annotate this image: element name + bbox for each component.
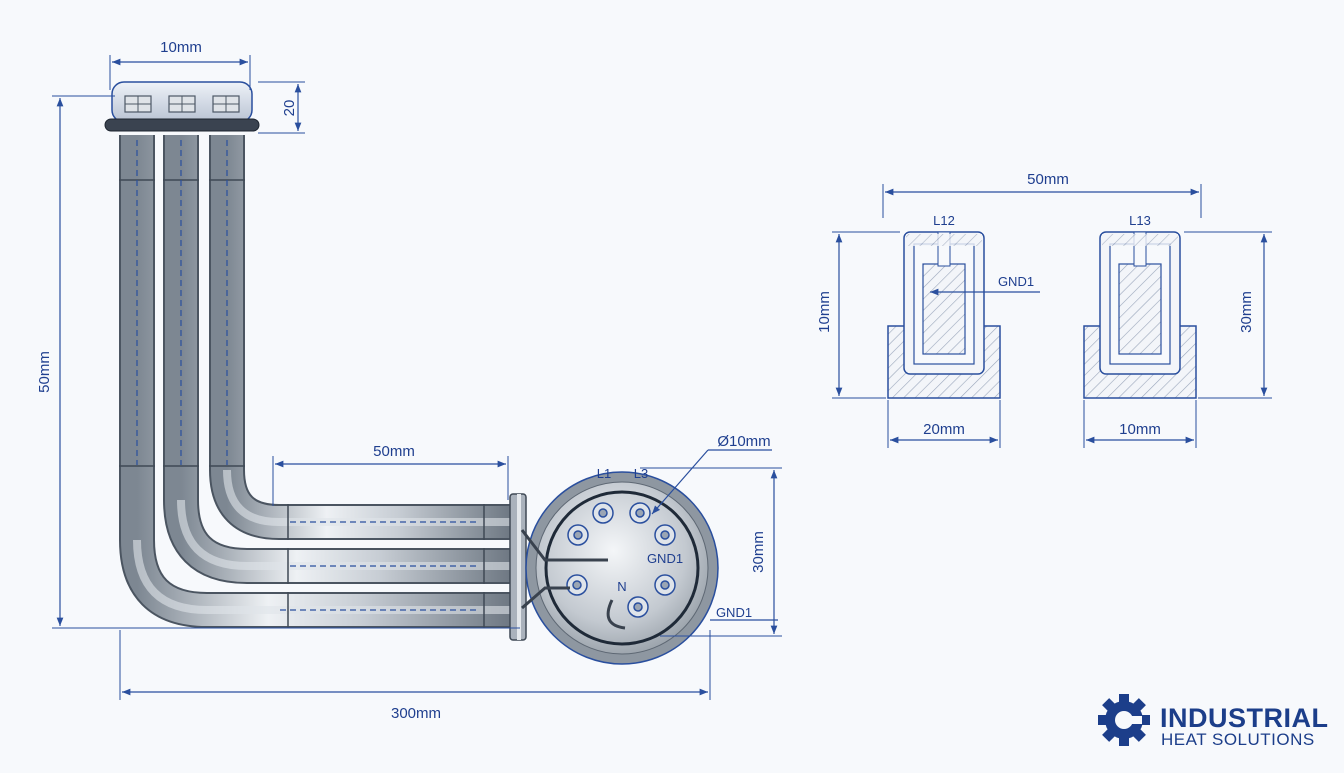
section-right-width-label: 10mm — [1119, 421, 1161, 438]
dimension-horizontal-run: 50mm — [272, 443, 509, 506]
section-left-width-label: 20mm — [923, 421, 965, 438]
terminal-label-gnd1-outer: GND1 — [716, 605, 752, 620]
cap-nut-2 — [168, 95, 196, 113]
terminal-label-gnd1-inner: GND1 — [647, 551, 683, 566]
tube-middle — [163, 135, 512, 584]
dimension-section-left-height: 10mm — [816, 231, 900, 399]
heater-element — [104, 81, 719, 665]
section-left-height-label: 10mm — [816, 291, 833, 333]
cap-height-label: 20 — [281, 100, 298, 117]
terminal-label-l3: L3 — [634, 466, 648, 481]
dimension-section-right-height: 30mm — [1184, 231, 1272, 399]
company-logo: INDUSTRIAL HEAT SOLUTIONS — [1098, 694, 1329, 749]
logo-tagline: HEAT SOLUTIONS — [1161, 730, 1315, 749]
terminal-cap — [104, 81, 260, 132]
logo-name: INDUSTRIAL — [1160, 703, 1329, 733]
section-label-l13: L13 — [1129, 213, 1151, 228]
terminal-screws — [566, 502, 676, 618]
gear-icon — [1098, 694, 1150, 746]
terminal-label-l1: L1 — [597, 466, 611, 481]
terminal-labels: L1 L3 GND1 N GND1 — [597, 466, 778, 621]
total-height-label: 50mm — [36, 351, 53, 393]
section-total-width-label: 50mm — [1027, 171, 1069, 188]
section-view-right — [1083, 231, 1197, 399]
dimension-top-width: 10mm — [109, 39, 251, 90]
total-length-label: 300mm — [391, 705, 441, 722]
section-label-l12: L12 — [933, 213, 955, 228]
tube-inner — [209, 135, 512, 540]
flange-diameter-label: Ø10mm — [717, 433, 770, 450]
dimension-flange-diameter: Ø10mm — [651, 433, 772, 515]
tube-joints — [119, 179, 485, 628]
horizontal-run-label: 50mm — [373, 443, 415, 460]
cap-nut-3 — [212, 95, 240, 113]
flange-height-label: 30mm — [750, 531, 767, 573]
tube-outer — [119, 135, 512, 628]
dimension-total-length: 300mm — [119, 630, 711, 722]
terminal-label-n: N — [617, 579, 626, 594]
section-right-height-label: 30mm — [1238, 291, 1255, 333]
dimension-total-height: 50mm — [36, 95, 520, 629]
terminal-wires — [520, 529, 626, 630]
dimension-cap-height: 20 — [258, 81, 305, 134]
internal-wire-lines — [136, 140, 480, 611]
dimension-flange-height: 30mm — [640, 467, 782, 637]
section-view-left — [887, 231, 1001, 399]
section-labels: L12 L13 GND1 — [930, 213, 1151, 296]
dimension-section-right-width: 10mm — [1083, 400, 1197, 448]
section-label-gnd1: GND1 — [998, 274, 1034, 289]
terminal-disc — [520, 471, 719, 665]
top-width-label: 10mm — [160, 39, 202, 56]
dimension-section-total-width: 50mm — [882, 171, 1202, 218]
flange-plate — [509, 493, 527, 641]
cap-nut-1 — [124, 95, 152, 113]
dimension-section-left-width: 20mm — [887, 400, 1001, 448]
